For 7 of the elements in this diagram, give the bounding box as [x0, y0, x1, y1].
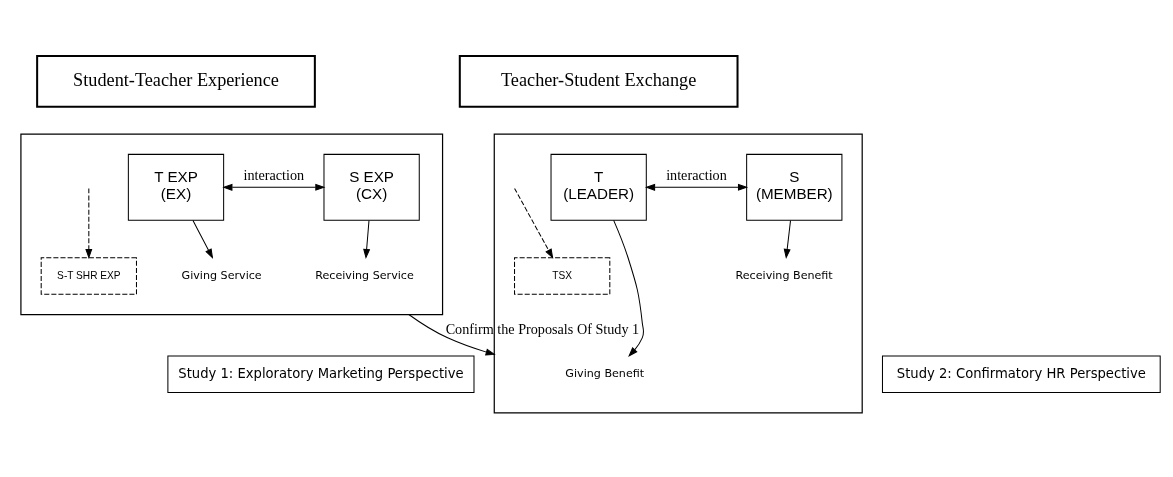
node-text: Receiving Service	[315, 268, 414, 282]
node-text: Giving Benefit	[565, 367, 645, 381]
node-text: Giving Service	[181, 268, 262, 282]
node-text: Receiving Benefit	[735, 268, 833, 282]
edge-label: Confirm the Proposals Of Study 1	[445, 320, 640, 337]
edge-label: interaction	[243, 167, 305, 184]
edge-label: interaction	[666, 167, 727, 184]
